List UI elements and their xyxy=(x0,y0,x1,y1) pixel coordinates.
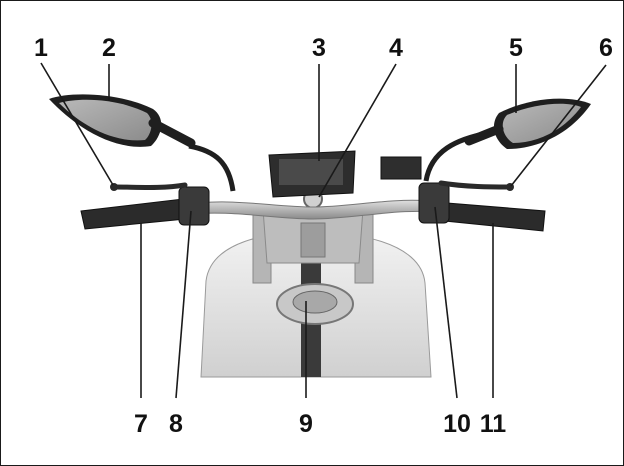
right-switch-cluster xyxy=(418,182,450,224)
right-mirror xyxy=(423,98,591,182)
callout-1: 1 xyxy=(34,34,48,62)
leader-lines xyxy=(40,62,607,399)
front-fork xyxy=(252,208,374,284)
callout-6: 6 xyxy=(599,34,613,62)
callout-10: 10 xyxy=(443,410,471,438)
callout-7: 7 xyxy=(134,410,148,438)
right-lever xyxy=(438,180,512,190)
callout-8: 8 xyxy=(169,410,183,438)
throttle-grip xyxy=(444,202,546,232)
callout-4: 4 xyxy=(389,34,403,62)
callout-5: 5 xyxy=(509,34,523,62)
callout-9: 9 xyxy=(299,410,313,438)
left-lever xyxy=(112,182,188,190)
brake-reservoir xyxy=(380,156,422,180)
callout-11: 11 xyxy=(480,410,507,438)
left-grip xyxy=(80,198,186,230)
left-switch-cluster xyxy=(178,186,210,226)
left-mirror xyxy=(49,94,236,192)
instrument-cluster xyxy=(268,150,356,198)
callout-2: 2 xyxy=(102,34,116,62)
callout-labels: 1 2 3 4 5 6 7 8 9 10 11 xyxy=(34,34,613,438)
callout-3: 3 xyxy=(312,34,326,62)
